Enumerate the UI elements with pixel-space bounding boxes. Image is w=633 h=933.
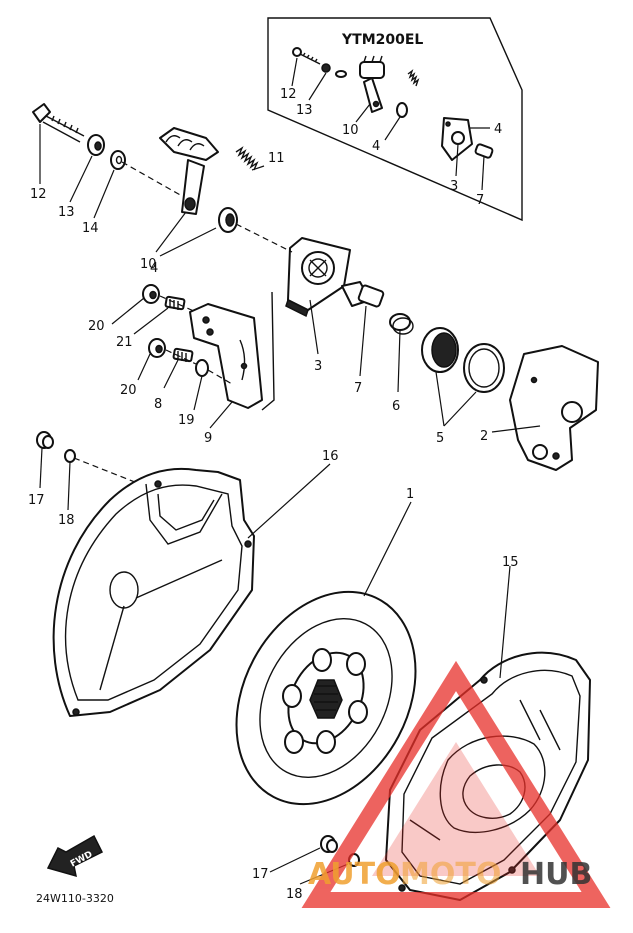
- inset-frame: [267, 17, 523, 222]
- callout-20b: 20: [120, 383, 137, 398]
- inset-label-4a: 4: [372, 139, 380, 154]
- callout-20a: 20: [88, 319, 105, 334]
- washer-14: [110, 150, 126, 170]
- callout-15: 15: [502, 555, 519, 570]
- bolt-17b: [320, 835, 338, 853]
- inset-label-3: 3: [450, 179, 458, 194]
- watermark-inner-triangle: [372, 742, 540, 876]
- bracket-9: [189, 291, 275, 411]
- callout-5: 5: [436, 431, 444, 446]
- spring-11: [235, 146, 259, 171]
- callout-13: 13: [58, 205, 75, 220]
- callout-12: 12: [30, 187, 47, 202]
- adjuster-7: [341, 281, 385, 308]
- backing-plate-15: [385, 651, 591, 901]
- cap-6: [389, 313, 414, 335]
- assembly-line: [165, 349, 197, 365]
- callout-10: 10: [140, 257, 157, 272]
- bolt-12: [32, 103, 85, 143]
- inset-ytm200el: YTM200EL: [267, 17, 523, 222]
- inset-nut-13: [321, 63, 331, 73]
- inset-label-4b: 4: [494, 122, 502, 137]
- callout-17a: 17: [28, 493, 45, 508]
- leader-lines: [39, 124, 541, 885]
- callout-7: 7: [354, 381, 362, 396]
- assembly-line: [159, 295, 197, 313]
- watermark-text-left: AUTO: [308, 857, 401, 892]
- stud-21: [164, 295, 186, 311]
- washer-19: [195, 359, 209, 377]
- callout-9: 9: [204, 431, 212, 446]
- inset-label-10: 10: [342, 123, 359, 138]
- inset-label-7: 7: [476, 193, 484, 208]
- diagram-code: 24W110-3320: [36, 892, 114, 905]
- inset-bolt-12: [292, 47, 321, 65]
- callout-19: 19: [178, 413, 195, 428]
- caliper-bracket-2: [509, 345, 599, 471]
- callout-21: 21: [116, 335, 133, 350]
- inset-arm-10: [359, 55, 385, 113]
- callout-16: 16: [322, 449, 339, 464]
- washer-18a: [64, 449, 76, 463]
- stud-8: [172, 347, 194, 363]
- callout-1: 1: [406, 487, 414, 502]
- watermark-text-right: HUB: [520, 857, 592, 892]
- inset-spring: [407, 69, 420, 87]
- callout-18a: 18: [58, 513, 75, 528]
- callout-6: 6: [392, 399, 400, 414]
- inset-cam-plate-3: [441, 117, 473, 161]
- inset-label-13: 13: [296, 103, 313, 118]
- assembly-line: [207, 369, 233, 385]
- inset-title: YTM200EL: [341, 32, 423, 48]
- nut-13: [87, 134, 105, 156]
- brake-disc-1: [235, 590, 417, 806]
- callout-3: 3: [314, 359, 322, 374]
- fwd-arrow-icon: FWD: [46, 834, 104, 878]
- nut-20a: [142, 284, 160, 304]
- callout-2: 2: [480, 429, 488, 444]
- bolt-17a: [36, 431, 54, 449]
- assembly-line: [121, 161, 183, 197]
- callout-11: 11: [268, 151, 285, 166]
- watermark-logo: [301, 660, 611, 908]
- callout-14: 14: [82, 221, 99, 236]
- callout-17b: 17: [252, 867, 269, 882]
- watermark-text-mid: MOTO: [400, 857, 501, 892]
- callout-8: 8: [154, 397, 162, 412]
- cam-plate-3: [285, 237, 351, 318]
- callout-4: 4: [150, 261, 158, 276]
- assembly-line: [73, 457, 151, 489]
- inset-label-12: 12: [280, 87, 297, 102]
- watermark-triangle-icon: [301, 660, 611, 908]
- callout-18b: 18: [286, 887, 303, 902]
- assembly-line: [235, 223, 293, 253]
- seal-4: [218, 207, 238, 233]
- inset-washer: [335, 70, 347, 78]
- nut-20b: [148, 338, 166, 358]
- seal-set-5: [421, 327, 505, 393]
- inset-pin-7: [474, 143, 494, 159]
- inset-seal-4: [396, 102, 408, 118]
- brake-arm-10: [159, 127, 219, 215]
- disc-cover-16: [52, 467, 255, 717]
